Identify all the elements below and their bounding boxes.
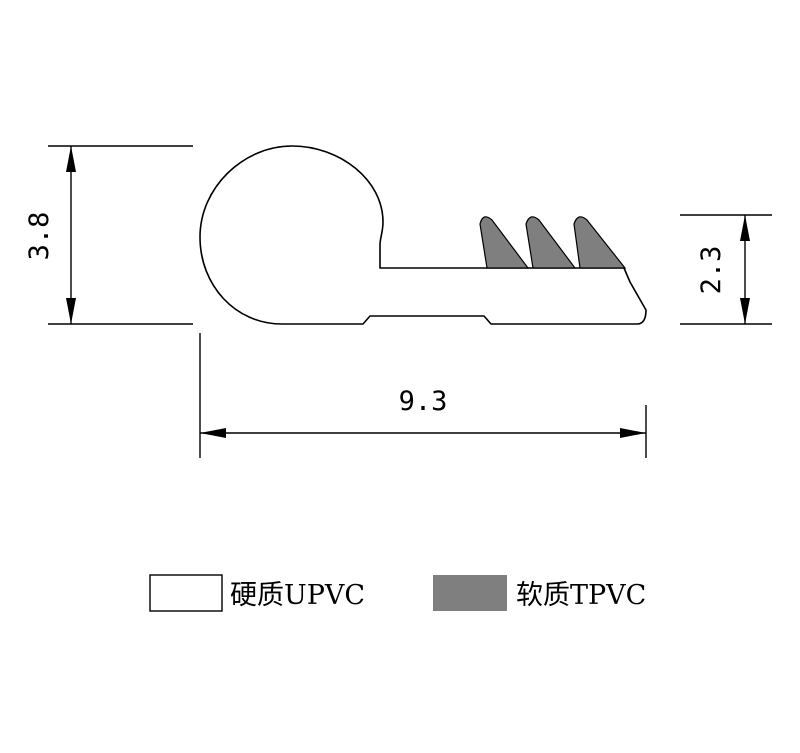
height-dimension: 3.8 xyxy=(24,145,193,325)
tpvc-fin-3 xyxy=(573,216,627,269)
height-dimension-label: 3.8 xyxy=(24,212,55,261)
tpvc-fin-2 xyxy=(525,216,577,269)
legend-swatch-upvc xyxy=(149,574,223,612)
tpvc-fin-1 xyxy=(479,216,530,269)
fin-height-dimension-label: 2.3 xyxy=(696,246,727,295)
legend-label-upvc: 硬质UPVC xyxy=(230,580,365,611)
legend-label-tpvc: 软质TPVC xyxy=(516,580,646,611)
length-dimension: 9.3 xyxy=(199,333,647,458)
upvc-profile-outline xyxy=(199,145,647,325)
fin-height-dimension: 2.3 xyxy=(680,214,772,325)
length-dimension-label: 9.3 xyxy=(399,386,448,417)
legend: 硬质UPVC 软质TPVC xyxy=(149,574,646,612)
legend-swatch-tpvc xyxy=(433,575,507,611)
